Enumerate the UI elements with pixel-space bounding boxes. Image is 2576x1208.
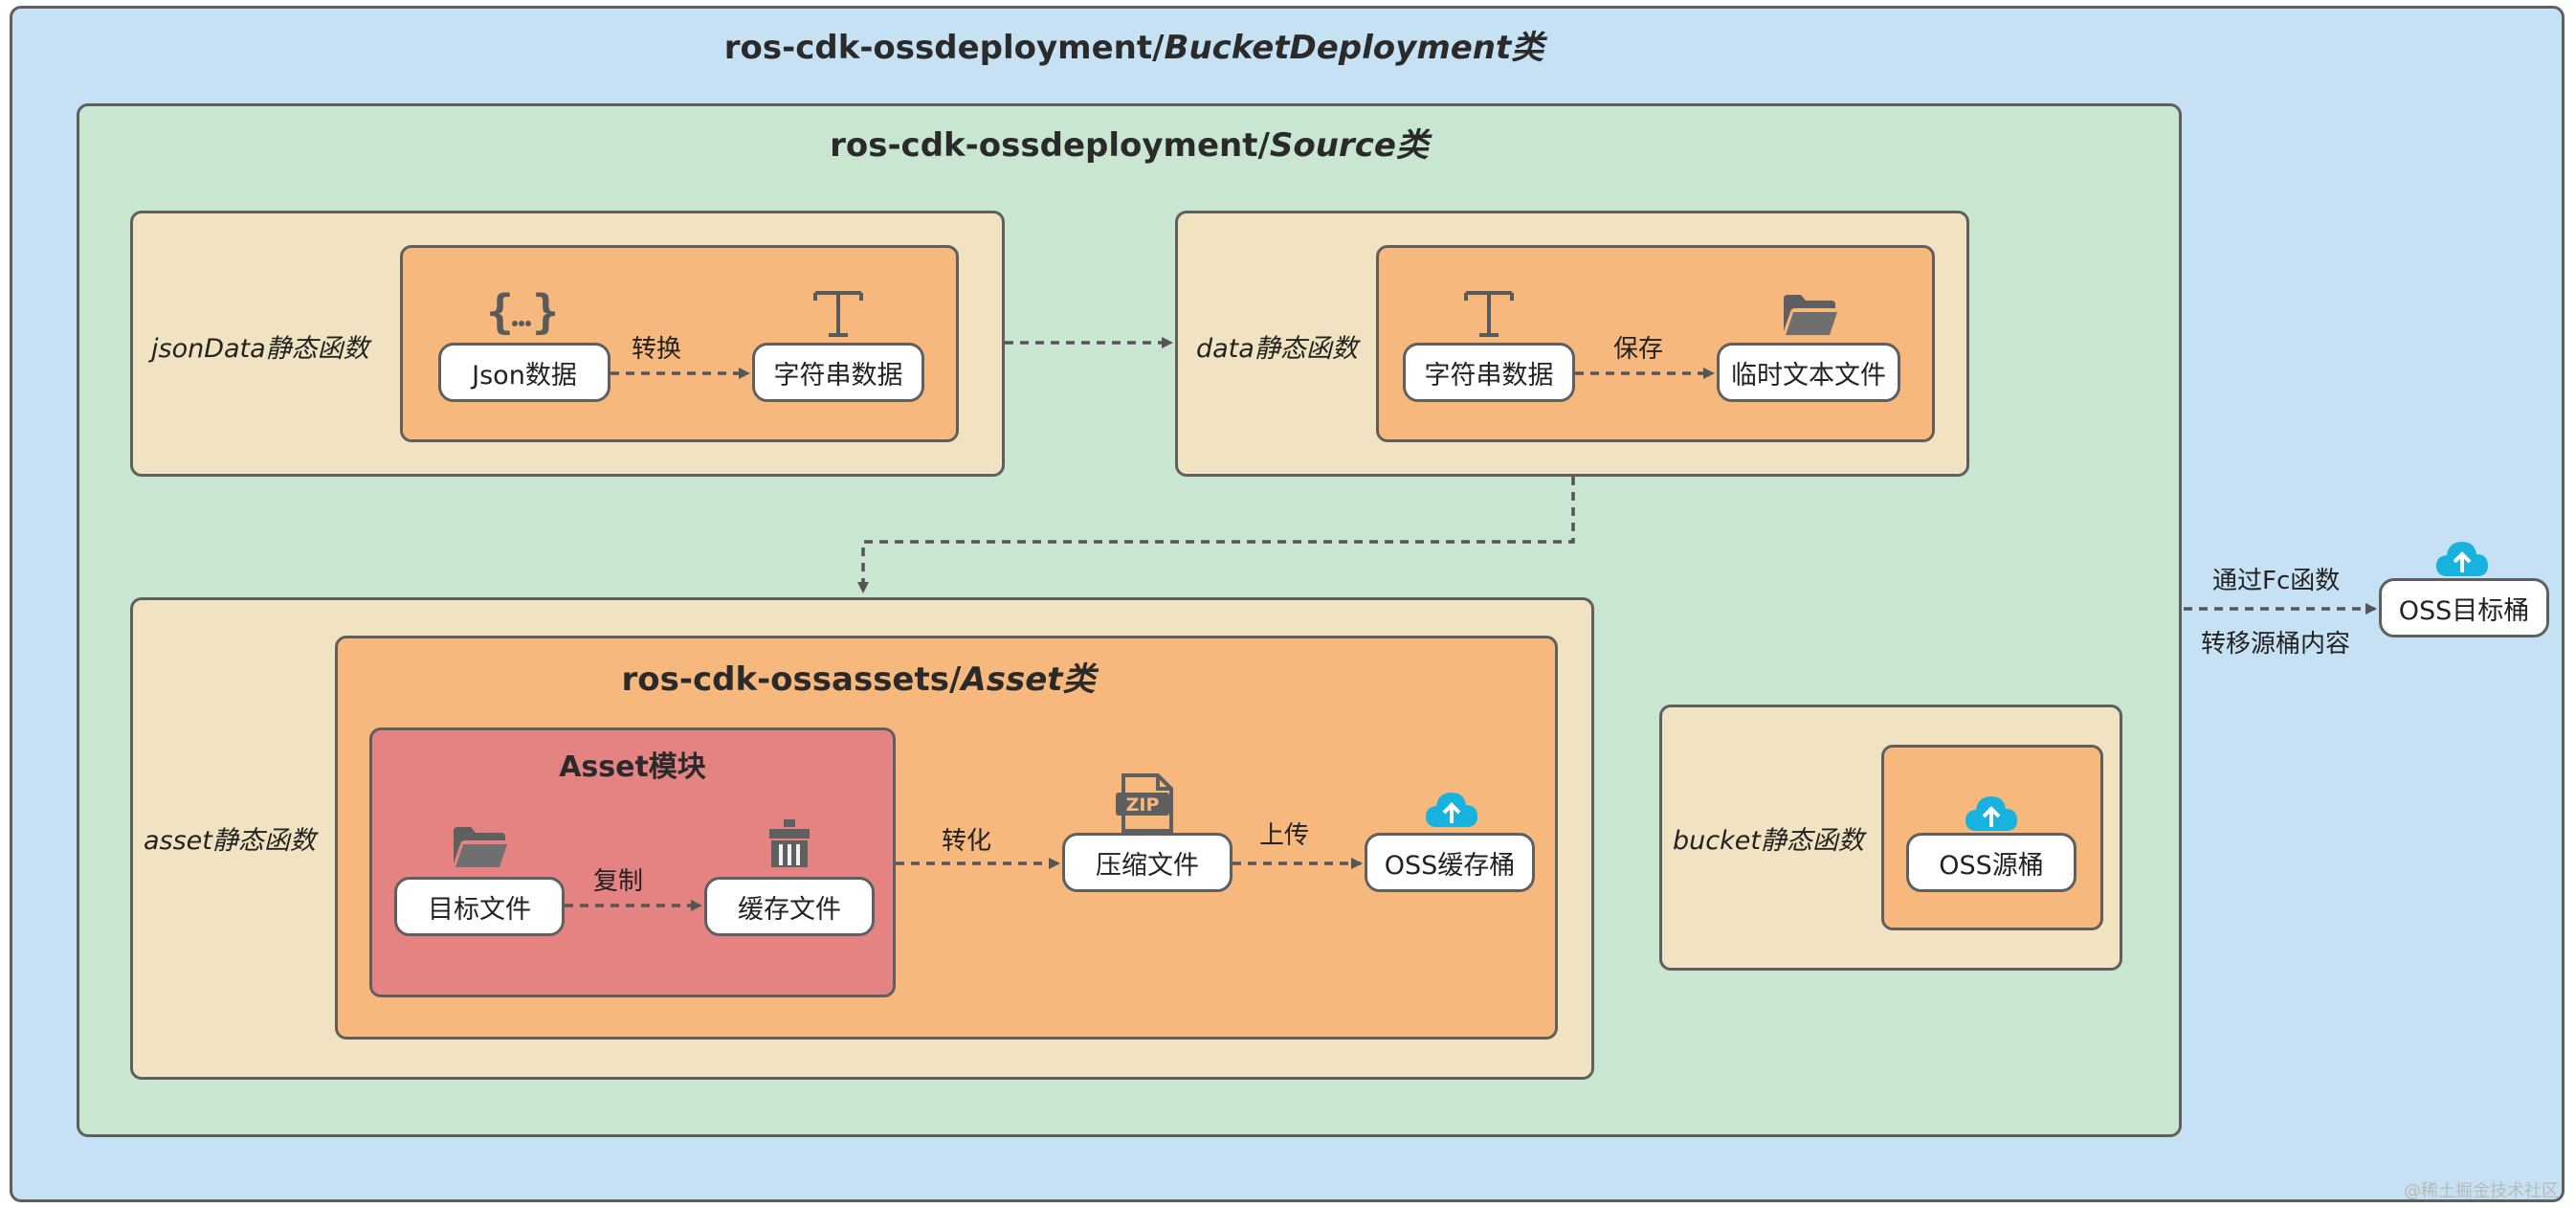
arrow-data-to-asset xyxy=(857,477,1575,593)
watermark: @稀土掘金技术社区 xyxy=(2404,1181,2559,1201)
oss-target-bucket-node: OSS目标桶 xyxy=(2379,578,2549,638)
copy-edge-label: 复制 xyxy=(593,867,644,896)
asset-function-label: asset静态函数 xyxy=(144,826,316,856)
svg-text:}: } xyxy=(532,287,555,335)
cloud-upload-icon xyxy=(2436,542,2488,576)
asset-module-box xyxy=(369,727,896,997)
text-t-icon xyxy=(1464,291,1514,337)
cache-file-node: 缓存文件 xyxy=(704,877,875,936)
source-class-title: ros-cdk-ossdeployment/Source类 xyxy=(830,126,1429,165)
zip-file-node: 压缩文件 xyxy=(1062,833,1232,892)
asset-class-title: ros-cdk-ossassets/Asset类 xyxy=(621,660,1096,699)
string-data-node: 字符串数据 xyxy=(752,343,924,402)
data-function-label: data静态函数 xyxy=(1196,334,1358,364)
json-data-node: Json数据 xyxy=(438,343,611,402)
oss-cache-bucket-node: OSS缓存桶 xyxy=(1365,833,1535,892)
folder-icon xyxy=(1784,295,1837,335)
temp-text-file-node: 临时文本文件 xyxy=(1717,343,1900,402)
zip-file-icon: ZIP xyxy=(1116,773,1173,833)
oss-source-bucket-node: OSS源桶 xyxy=(1906,833,2076,892)
bucket-function-label: bucket静态函数 xyxy=(1673,826,1864,856)
convert-edge-label: 转换 xyxy=(632,335,682,364)
svg-text:ZIP: ZIP xyxy=(1126,794,1160,816)
upload-edge-label: 上传 xyxy=(1259,821,1310,850)
target-file-node: 目标文件 xyxy=(394,877,565,936)
svg-text:{: { xyxy=(486,287,514,335)
bucket-deployment-title: ros-cdk-ossdeployment/BucketDeployment类 xyxy=(723,29,1544,67)
cloud-upload-icon xyxy=(1965,796,2017,831)
folder-icon xyxy=(454,827,507,867)
fc-transfer-edge-label-bottom: 转移源桶内容 xyxy=(2201,630,2351,659)
cloud-upload-icon xyxy=(1426,793,1477,827)
jsondata-function-label: jsonData静态函数 xyxy=(151,334,369,364)
asset-module-title: Asset模块 xyxy=(559,750,706,784)
save-edge-label: 保存 xyxy=(1613,335,1664,364)
archive-icon xyxy=(769,819,810,867)
text-t-icon xyxy=(813,291,863,337)
fc-transfer-edge-label-top: 通过Fc函数 xyxy=(2212,567,2341,595)
string-data-node: 字符串数据 xyxy=(1403,343,1575,402)
convert-to-zip-edge-label: 转化 xyxy=(942,827,992,856)
braces-icon: { } xyxy=(486,287,555,335)
